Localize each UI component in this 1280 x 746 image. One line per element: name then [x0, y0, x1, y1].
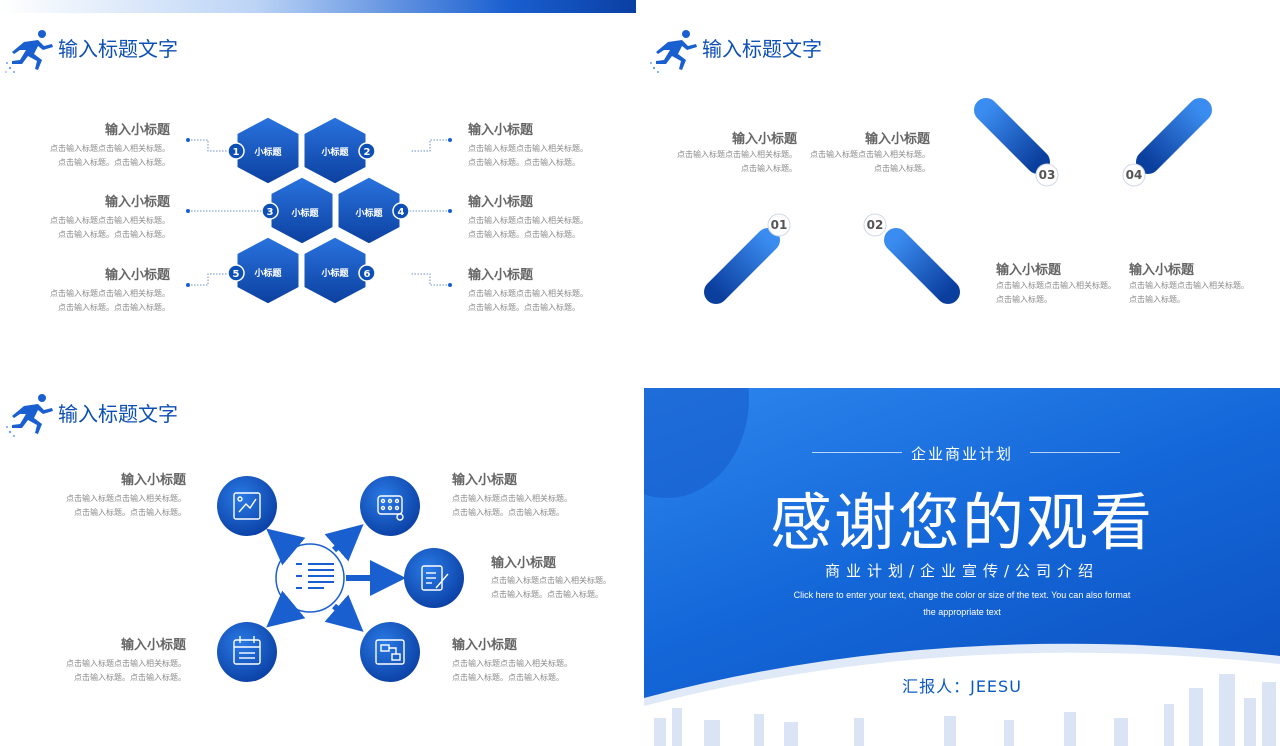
item-desc: 点击输入标题点击输入相关标题。点击输入标题。	[810, 150, 930, 173]
item-desc: 点击输入标题点击输入相关标题。点击输入标题。点击输入标题。	[50, 216, 170, 239]
item-desc: 点击输入标题点击输入相关标题。点击输入标题。点击输入标题。	[468, 289, 588, 312]
flowchart-icon	[375, 639, 405, 665]
hex-number-5: 5	[233, 269, 240, 280]
city-skyline-bg	[644, 643, 1280, 746]
slide-arrows[interactable]: 输入标题文字	[644, 0, 1280, 360]
slide-title: 输入标题文字	[58, 402, 178, 426]
item-title: 输入小标题	[452, 473, 518, 488]
tag-line-right	[1030, 452, 1120, 453]
hex-number-2: 2	[364, 147, 371, 158]
item-desc: 点击输入标题点击输入相关标题。点击输入标题。	[996, 281, 1116, 304]
hexagon-5	[234, 234, 302, 307]
hexagon-diagram: 小标题 小标题 小标题 小标题 小标题 小标题 1 2 3 4 5 6	[186, 114, 452, 307]
hexagon-4	[335, 174, 403, 247]
item-title: 输入小标题	[104, 123, 170, 138]
node-circle-1	[217, 476, 277, 536]
item-desc: 点击输入标题点击输入相关标题。点击输入标题。	[677, 150, 797, 173]
item-desc: 点击输入标题点击输入相关标题。点击输入标题。点击输入标题。	[66, 659, 186, 682]
slide-thank-you[interactable]: 企业商业计划 感谢您的观看 商业计划/企业宣传/公司介绍 Click here …	[644, 388, 1280, 746]
arrow-number-03: 03	[1039, 168, 1056, 182]
reporter-label: 汇报人：JEESU	[902, 677, 1022, 696]
hex-number-3: 3	[267, 207, 274, 218]
item-title: 输入小标题	[120, 638, 186, 653]
item-title: 输入小标题	[491, 556, 557, 571]
item-title: 输入小标题	[104, 195, 170, 210]
item-title: 输入小标题	[468, 123, 534, 138]
thank-you-title: 感谢您的观看	[769, 486, 1154, 559]
item-desc: 点击输入标题点击输入相关标题。点击输入标题。点击输入标题。	[491, 576, 611, 599]
calendar-icon	[233, 636, 261, 665]
hexagon-6	[301, 234, 369, 307]
subtitle: 商业计划/企业宣传/公司介绍	[824, 562, 1100, 580]
hex-number-6: 6	[364, 269, 371, 280]
arrow-number-02: 02	[867, 218, 884, 232]
runner-logo-icon	[5, 30, 53, 73]
item-title: 输入小标题	[468, 268, 534, 283]
runner-logo-icon	[650, 30, 697, 73]
tagline: 企业商业计划	[910, 445, 1013, 463]
item-desc: 点击输入标题点击输入相关标题。点击输入标题。点击输入标题。	[468, 144, 588, 167]
slide-title: 输入标题文字	[702, 37, 822, 61]
node-circle-4	[217, 622, 277, 682]
strategy-board-icon	[233, 492, 261, 520]
slide-title: 输入标题文字	[58, 37, 178, 61]
hex-label-4: 小标题	[354, 207, 383, 219]
item-title: 输入小标题	[120, 473, 186, 488]
item-title: 输入小标题	[468, 195, 534, 210]
slide-hexagons[interactable]: 输入标题文字 小标题 小标题 小标题 小标题 小	[0, 0, 636, 360]
hex-label-1: 小标题	[253, 146, 282, 158]
center-ring	[275, 543, 345, 613]
hex-number-1: 1	[233, 147, 240, 158]
arrow-diagram: 03 04 01 02	[704, 98, 1212, 304]
item-desc: 点击输入标题点击输入相关标题。点击输入标题。点击输入标题。	[452, 659, 572, 682]
arrow-02	[864, 214, 960, 304]
hexagon-3	[268, 174, 336, 247]
arrow-number-04: 04	[1126, 168, 1143, 182]
arrow-01	[704, 214, 792, 304]
runner-logo-icon	[6, 394, 53, 437]
tag-line-left	[812, 452, 902, 453]
list-document-icon	[296, 563, 334, 589]
item-desc: 点击输入标题点击输入相关标题。点击输入标题。点击输入标题。	[50, 144, 170, 167]
item-title: 输入小标题	[996, 263, 1062, 278]
radial-arrows	[266, 524, 406, 632]
hex-label-5: 小标题	[253, 267, 282, 279]
item-title: 输入小标题	[104, 268, 170, 283]
radial-diagram	[217, 476, 464, 682]
team-dots-icon	[377, 495, 404, 521]
item-desc: 点击输入标题点击输入相关标题。点击输入标题。点击输入标题。	[50, 289, 170, 312]
hex-number-4: 4	[398, 207, 405, 218]
arrow-04	[1124, 98, 1212, 188]
item-desc: 点击输入标题点击输入相关标题。点击输入标题。点击输入标题。	[452, 494, 572, 517]
item-title: 输入小标题	[731, 132, 797, 147]
english-description: Click here to enter your text, change th…	[793, 590, 1131, 617]
hex-label-6: 小标题	[320, 267, 349, 279]
arrow-number-01: 01	[771, 218, 788, 232]
item-desc: 点击输入标题点击输入相关标题。点击输入标题。	[1129, 281, 1249, 304]
node-circle-5	[360, 622, 420, 682]
hex-label-2: 小标题	[320, 146, 349, 158]
hexagon-1	[234, 114, 302, 187]
arrow-03	[974, 98, 1060, 188]
hex-label-3: 小标题	[290, 207, 319, 219]
item-desc: 点击输入标题点击输入相关标题。点击输入标题。点击输入标题。	[468, 216, 588, 239]
slide-radial[interactable]: 输入标题文字	[0, 368, 636, 746]
item-title: 输入小标题	[864, 132, 930, 147]
item-title: 输入小标题	[452, 638, 518, 653]
edit-document-icon	[421, 565, 449, 591]
item-desc: 点击输入标题点击输入相关标题。点击输入标题。点击输入标题。	[66, 494, 186, 517]
top-accent-bar	[0, 0, 636, 13]
hexagon-2	[301, 114, 369, 187]
item-title: 输入小标题	[1129, 263, 1195, 278]
